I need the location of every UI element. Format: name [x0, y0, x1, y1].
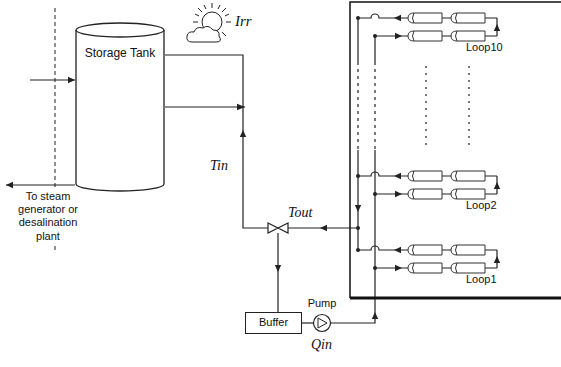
flow-label: Qin	[311, 337, 332, 354]
pipes	[6, 14, 497, 323]
outlet-note: To steam generator or desalination plant	[6, 190, 90, 243]
tank-lid	[76, 23, 164, 37]
storage-tank: Storage Tank	[75, 22, 165, 192]
node-text: Buffer	[246, 313, 301, 330]
pipe-connector	[165, 106, 245, 107]
junction-dots	[356, 16, 377, 270]
three-way-valve	[268, 223, 288, 233]
temperature-label: Tin	[210, 158, 228, 175]
pump-outline	[313, 314, 331, 332]
collector-field	[350, 2, 561, 298]
pump-casing	[314, 315, 331, 332]
buffer-box: Buffer	[245, 312, 302, 334]
irradiance-label: Irr	[235, 12, 252, 30]
flow-arrows	[6, 15, 500, 319]
sun-symbol	[187, 3, 231, 42]
loop-label: Loop2	[466, 199, 497, 212]
temperature-label: Tout	[288, 205, 312, 222]
node-text: Storage Tank	[75, 22, 165, 61]
pump-impeller	[318, 318, 327, 328]
node-text: Pump	[308, 297, 337, 311]
pipe-connector	[302, 322, 313, 323]
pump-symbol: Pump	[313, 314, 331, 332]
loop-label: Loop1	[466, 273, 497, 286]
loop-label: Loop10	[466, 41, 503, 54]
